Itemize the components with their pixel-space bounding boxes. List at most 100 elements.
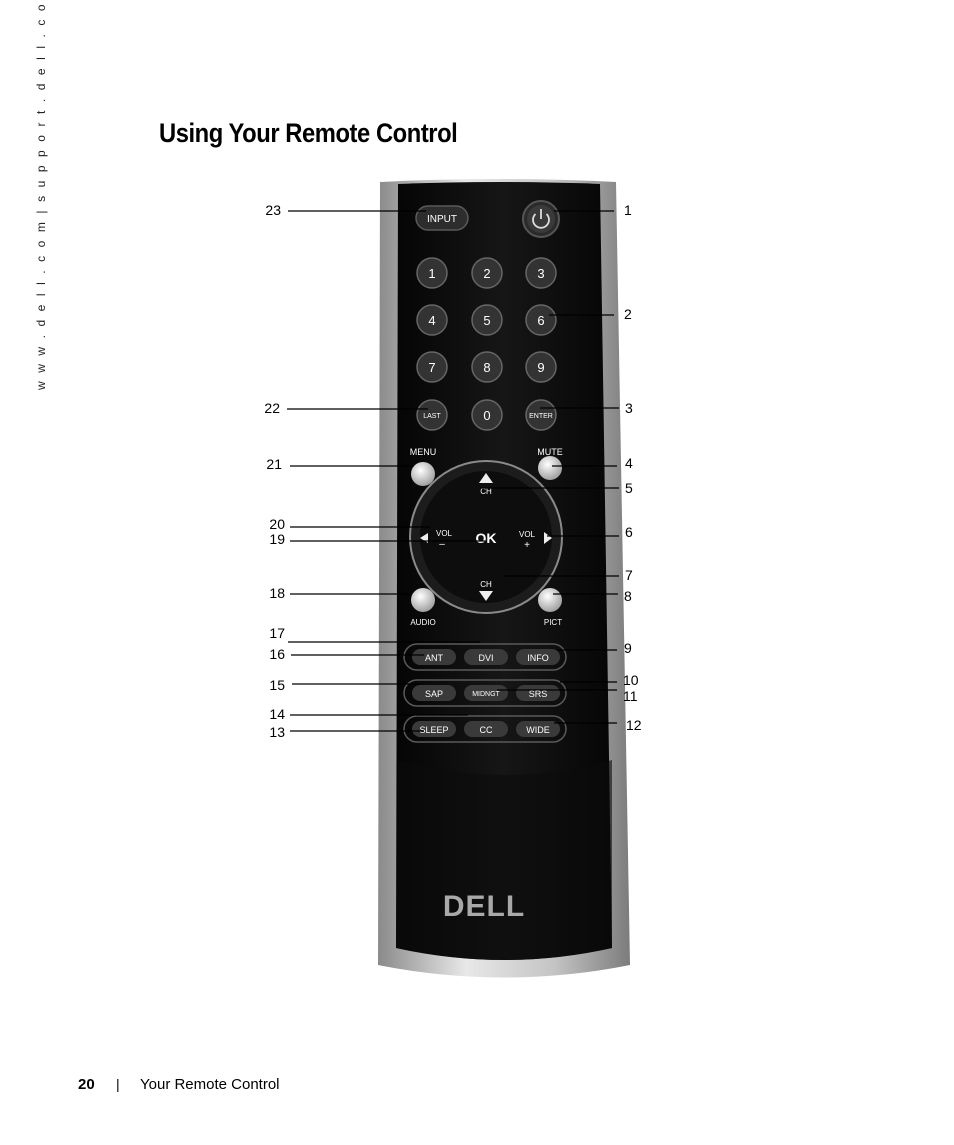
callout-18: 18 <box>269 585 285 601</box>
callout-9: 9 <box>624 640 632 656</box>
wide-button[interactable]: WIDE <box>516 721 560 737</box>
callout-8: 8 <box>624 588 632 604</box>
button-row-2: SAP MIDNGT SRS <box>403 679 567 707</box>
key-3[interactable]: 3 <box>525 257 557 289</box>
callout-4: 4 <box>625 455 633 471</box>
power-icon <box>532 213 550 229</box>
ant-button[interactable]: ANT <box>412 649 456 665</box>
sap-button[interactable]: SAP <box>412 685 456 701</box>
page-title: Using Your Remote Control <box>159 118 458 148</box>
key-0[interactable]: 0 <box>471 399 503 431</box>
svg-text:5: 5 <box>483 313 490 328</box>
callout-21: 21 <box>266 456 282 472</box>
channel-down-button[interactable]: CH <box>479 580 493 601</box>
svg-text:LAST: LAST <box>423 413 441 420</box>
triangle-down-icon <box>479 591 493 601</box>
key-5[interactable]: 5 <box>471 304 503 336</box>
key-1[interactable]: 1 <box>416 257 448 289</box>
callout-12: 12 <box>626 717 642 733</box>
keypad: 1 2 3 4 5 6 7 8 9 LAST 0 ENTER <box>416 257 557 431</box>
svg-text:1: 1 <box>428 266 435 281</box>
last-button[interactable]: LAST <box>416 399 448 431</box>
ok-button[interactable]: OK <box>476 530 497 546</box>
footer-section-title: Your Remote Control <box>140 1076 280 1093</box>
svg-text:7: 7 <box>428 360 435 375</box>
svg-text:SRS: SRS <box>529 689 548 699</box>
svg-text:8: 8 <box>483 360 490 375</box>
svg-text:SLEEP: SLEEP <box>419 725 448 735</box>
callout-23: 23 <box>265 202 281 218</box>
callout-lines <box>287 210 619 732</box>
pict-button[interactable] <box>538 588 562 612</box>
midnight-button[interactable]: MIDNGT <box>464 685 508 701</box>
callout-13: 13 <box>269 724 285 740</box>
menu-button[interactable] <box>411 462 435 486</box>
svg-text:WIDE: WIDE <box>526 725 550 735</box>
callout-22: 22 <box>264 400 280 416</box>
svg-text:VOL: VOL <box>519 530 536 539</box>
button-row-3: SLEEP CC WIDE <box>403 715 567 743</box>
menu-label: MENU <box>410 447 437 457</box>
input-button[interactable]: INPUT <box>415 205 469 231</box>
footer-separator: | <box>116 1076 120 1092</box>
mute-label: MUTE <box>537 447 563 457</box>
key-4[interactable]: 4 <box>416 304 448 336</box>
svg-text:OK: OK <box>476 530 497 546</box>
key-2[interactable]: 2 <box>471 257 503 289</box>
sleep-button[interactable]: SLEEP <box>412 721 456 737</box>
srs-button[interactable]: SRS <box>516 685 560 701</box>
svg-text:MIDNGT: MIDNGT <box>472 691 500 698</box>
audio-button[interactable] <box>411 588 435 612</box>
key-6[interactable]: 6 <box>525 304 557 336</box>
callout-11: 11 <box>623 688 638 704</box>
volume-up-button[interactable]: VOL + <box>519 530 552 551</box>
callout-1: 1 <box>624 202 632 218</box>
input-label: INPUT <box>427 214 457 225</box>
navigation-ring: CH CH VOL – VOL + OK <box>409 460 563 614</box>
callout-20: 20 <box>269 516 285 532</box>
svg-text:0: 0 <box>483 408 490 423</box>
callout-5: 5 <box>625 480 633 496</box>
callout-14: 14 <box>269 706 285 722</box>
svg-text:ANT: ANT <box>425 653 444 663</box>
page-number: 20 <box>78 1076 95 1093</box>
power-button[interactable] <box>522 200 560 238</box>
svg-text:SAP: SAP <box>425 689 443 699</box>
audio-label: AUDIO <box>410 618 435 627</box>
callout-3: 3 <box>625 400 633 416</box>
key-9[interactable]: 9 <box>525 351 557 383</box>
callout-17: 17 <box>269 625 285 641</box>
svg-text:CH: CH <box>480 580 492 589</box>
svg-text:2: 2 <box>483 266 490 281</box>
callout-7: 7 <box>625 567 633 583</box>
callout-16: 16 <box>269 646 285 662</box>
svg-text:3: 3 <box>537 266 544 281</box>
svg-text:9: 9 <box>537 360 544 375</box>
channel-up-button[interactable]: CH <box>479 473 493 496</box>
svg-text:CC: CC <box>480 725 493 735</box>
dell-logo: DELL <box>443 890 525 923</box>
key-8[interactable]: 8 <box>471 351 503 383</box>
svg-text:VOL: VOL <box>436 529 453 538</box>
svg-text:6: 6 <box>537 313 544 328</box>
svg-text:4: 4 <box>428 313 435 328</box>
enter-button[interactable]: ENTER <box>525 399 557 431</box>
button-row-1: ANT DVI INFO <box>403 643 567 671</box>
cc-button[interactable]: CC <box>464 721 508 737</box>
callout-6: 6 <box>625 524 633 540</box>
callout-15: 15 <box>269 677 285 693</box>
svg-text:ENTER: ENTER <box>529 413 553 420</box>
mute-button[interactable] <box>538 456 562 480</box>
svg-text:CH: CH <box>480 487 492 496</box>
callout-10: 10 <box>623 672 639 688</box>
svg-text:–: – <box>439 539 445 550</box>
callout-19: 19 <box>269 531 285 547</box>
callout-2: 2 <box>624 306 632 322</box>
key-7[interactable]: 7 <box>416 351 448 383</box>
svg-text:+: + <box>524 540 530 551</box>
svg-text:INFO: INFO <box>527 653 549 663</box>
pict-label: PICT <box>544 618 562 627</box>
info-button[interactable]: INFO <box>516 649 560 665</box>
dvi-button[interactable]: DVI <box>464 649 508 665</box>
triangle-up-icon <box>479 473 493 483</box>
